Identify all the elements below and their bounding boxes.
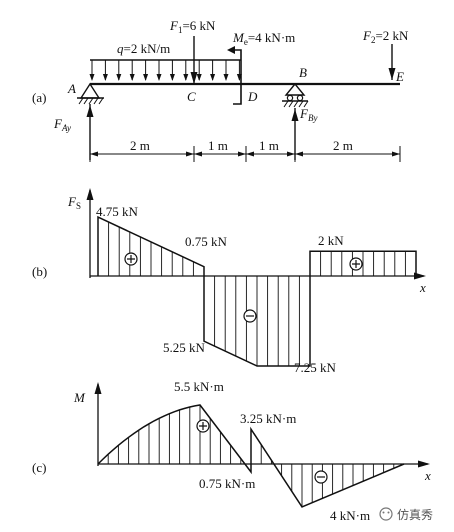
dim-label-2: 1 m: [208, 138, 228, 153]
moment-label-0-75: 0.75 kN·m: [199, 476, 255, 491]
q-arrow-head: [129, 74, 135, 81]
dim-label-1: 2 m: [130, 138, 150, 153]
watermark-text: 仿真秀: [397, 508, 433, 522]
dim-label-3: 1 m: [259, 138, 279, 153]
shear-y-axis-arrow: [86, 188, 94, 200]
dimension-line: 2 m 1 m 1 m 2 m: [89, 138, 401, 162]
distributed-load-arrows: [89, 60, 242, 81]
shear-label-0-75: 0.75 kN: [185, 234, 228, 249]
shear-plus-sign-2: [349, 257, 363, 271]
point-label-e: E: [395, 69, 404, 84]
q-arrow-head: [102, 74, 108, 81]
shear-label-2: 2 kN: [318, 233, 344, 248]
panel-label-b: (b): [32, 264, 47, 279]
shear-x-axis-arrow: [414, 272, 426, 280]
fby-label: FBy: [299, 106, 317, 123]
panel-label-c: (c): [32, 460, 46, 475]
reaction-fay: FAy: [53, 104, 94, 160]
me-label: Me=4 kN·m: [232, 30, 295, 47]
point-load-f1: F1=6 kN: [169, 18, 216, 84]
panel-a-beam: (a) q=2 kN/m F1=6 kN Me=4 kN·m: [32, 18, 409, 162]
q-label: q=2 kN/m: [117, 41, 170, 56]
shear-y-label: FS: [67, 194, 81, 211]
point-label-b: B: [299, 65, 307, 80]
distributed-load-q: q=2 kN/m: [89, 41, 242, 81]
moment-y-label: M: [73, 390, 86, 405]
panel-label-a: (a): [32, 90, 46, 105]
q-arrow-head: [89, 74, 95, 81]
pin-support-a: [77, 82, 104, 105]
f2-label: F2=2 kN: [362, 28, 409, 45]
dim-label-4: 2 m: [333, 138, 353, 153]
q-arrow-head: [116, 74, 122, 81]
q-arrow-head: [210, 74, 216, 81]
shear-label-4-75: 4.75 kN: [96, 204, 139, 219]
shear-label-7-25: 7.25 kN: [294, 360, 337, 375]
moment-diagram-outline: [97, 404, 405, 508]
moment-x-label: x: [424, 468, 431, 483]
moment-label-3-25: 3.25 kN·m: [240, 411, 296, 426]
shear-plus-sign-1: [124, 252, 138, 266]
point-label-a: A: [67, 81, 76, 96]
point-load-f2: F2=2 kN: [362, 28, 409, 80]
q-arrow-head: [223, 74, 229, 81]
shear-diagram-outline: [97, 215, 417, 367]
moment-hatching: [107, 404, 395, 507]
moment-plus-sign: [196, 419, 210, 433]
q-arrow-head: [169, 74, 175, 81]
fay-label: FAy: [53, 116, 71, 133]
q-arrow-head: [156, 74, 162, 81]
moment-minus-sign: [314, 470, 328, 484]
moment-label-4: 4 kN·m: [330, 508, 370, 523]
q-arrow-head: [143, 74, 149, 81]
panel-b-shear-diagram: (b) FS x 4.75 kN 0.75 kN 5.25 kN 7.25 kN: [32, 188, 426, 375]
shear-hatching: [108, 222, 406, 366]
shear-minus-sign: [243, 309, 257, 323]
roller-support-b: [282, 82, 309, 108]
shear-x-label: x: [419, 280, 426, 295]
shear-label-5-25: 5.25 kN: [163, 340, 206, 355]
q-arrow-head: [183, 74, 189, 81]
q-arrow-head: [196, 74, 202, 81]
moment-label-5-5: 5.5 kN·m: [174, 379, 224, 394]
applied-moment-me: Me=4 kN·m: [227, 30, 295, 105]
watermark: 仿真秀: [379, 507, 433, 522]
point-label-d: D: [247, 89, 258, 104]
f1-label: F1=6 kN: [169, 18, 216, 35]
point-label-c: C: [187, 89, 196, 104]
moment-x-axis-arrow: [418, 460, 430, 468]
moment-y-axis-arrow: [94, 382, 102, 394]
panel-c-moment-diagram: (c) M x 5.5 kN·m 3.25 kN·m 0.75 kN·m 4 k…: [32, 379, 431, 523]
